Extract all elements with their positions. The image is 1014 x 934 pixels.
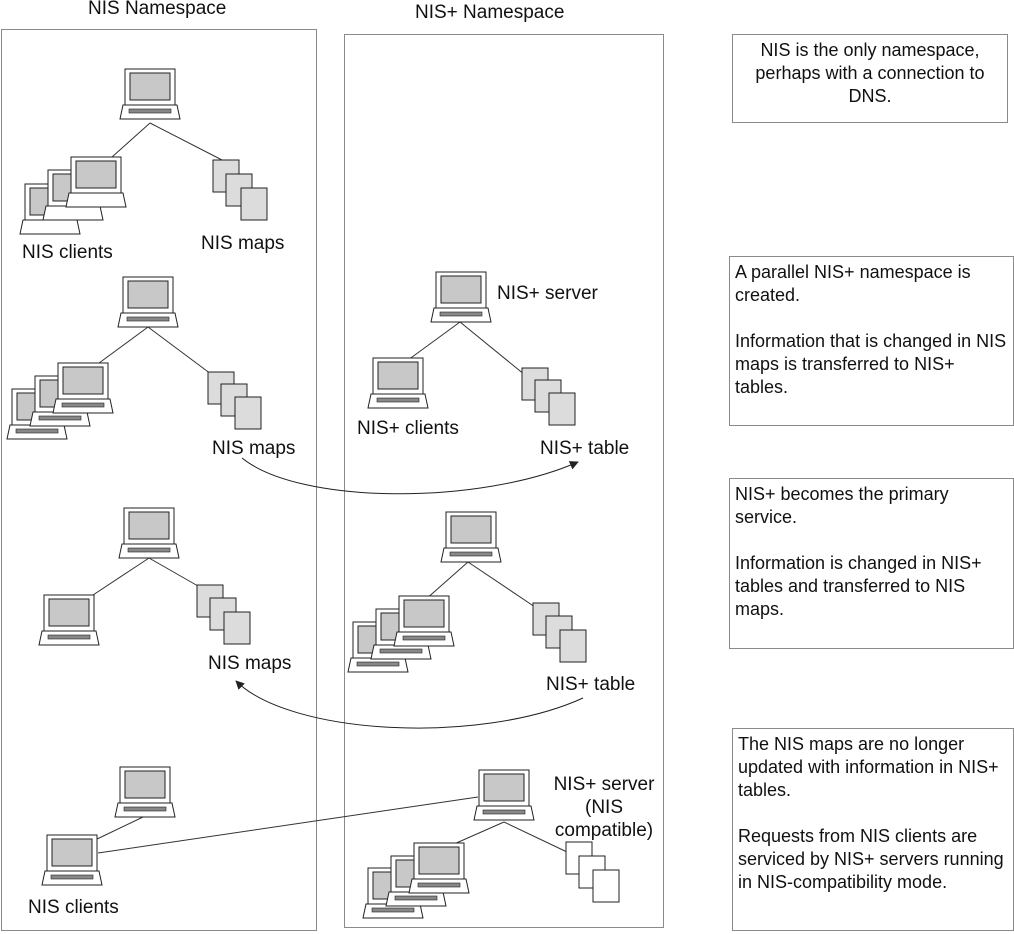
document-stack-icon — [207, 371, 262, 430]
computer-icon — [119, 68, 181, 120]
connector-line — [97, 796, 479, 854]
document-stack-icon — [196, 584, 251, 645]
transfer-arrow-nis-to-nisplus — [241, 457, 579, 495]
computer-icon — [117, 276, 179, 328]
stage1-maps-label: NIS maps — [201, 233, 285, 254]
connector-line — [407, 321, 461, 361]
computer-icon — [367, 357, 429, 409]
computer-icon — [41, 834, 103, 886]
stage2-nis-maps-label: NIS maps — [212, 438, 296, 459]
stage2-note-text-2: Information that is changed in NIS maps … — [735, 331, 1007, 397]
computer-icon — [118, 507, 180, 559]
stage4-note-text-1: The NIS maps are no longer updated with … — [738, 734, 999, 800]
connector-line — [94, 326, 149, 367]
connector-line — [459, 321, 526, 376]
stage1-clients-label: NIS clients — [22, 242, 113, 263]
connector-line — [147, 326, 216, 378]
document-stack-icon — [532, 602, 587, 663]
stage1-note: NIS is the only namespace, perhaps with … — [732, 34, 1008, 123]
stage2-table-label: NIS+ table — [540, 438, 630, 459]
stage2-clients-label: NIS+ clients — [357, 418, 459, 439]
nis-namespace-title: NIS Namespace — [88, 0, 227, 19]
document-stack-icon — [212, 159, 268, 221]
stage2-server-label: NIS+ server — [497, 283, 598, 304]
stage4-note-text-2: Requests from NIS clients are serviced b… — [738, 826, 1004, 892]
nisplus-namespace-panel — [344, 34, 664, 928]
computer-icon — [430, 271, 492, 323]
computer-icon — [408, 842, 470, 894]
stage2-note: A parallel NIS+ namespace is created. In… — [729, 256, 1014, 426]
document-stack-icon — [565, 841, 620, 903]
stage4-note: The NIS maps are no longer updated with … — [732, 728, 1014, 931]
connector-line — [149, 122, 223, 161]
stage3-note-text-2: Information is changed in NIS+ tables an… — [735, 553, 982, 619]
connector-line — [503, 821, 568, 853]
document-stack-icon — [521, 367, 576, 426]
connector-line — [424, 561, 469, 601]
connector-line — [148, 557, 206, 591]
connector-line — [111, 122, 151, 158]
stage3-nis-maps-label: NIS maps — [208, 653, 292, 674]
connector-line — [467, 561, 536, 608]
computer-icon — [65, 156, 127, 208]
stage4-clients-label: NIS clients — [28, 897, 119, 918]
stage3-note-text-1: NIS+ becomes the primary service. — [735, 484, 949, 527]
computer-icon — [52, 362, 114, 414]
computer-icon — [38, 594, 100, 646]
connector-line — [89, 557, 150, 598]
connector-line — [94, 816, 144, 841]
computer-icon — [473, 769, 535, 821]
stage1-note-text: NIS is the only namespace, perhaps with … — [755, 40, 985, 106]
transfer-arrow-nisplus-to-nis — [235, 680, 584, 729]
nisplus-namespace-title: NIS+ Namespace — [415, 2, 565, 23]
stage3-note: NIS+ becomes the primary service. Inform… — [729, 478, 1014, 649]
stage4-server-label: NIS+ server (NIS compatible) — [553, 774, 655, 841]
computer-icon — [440, 511, 502, 563]
nis-namespace-panel — [1, 29, 317, 931]
stage2-note-text-1: A parallel NIS+ namespace is created. — [735, 262, 971, 305]
computer-icon — [114, 766, 176, 818]
computer-icon — [393, 595, 455, 647]
stage3-table-label: NIS+ table — [546, 674, 636, 695]
